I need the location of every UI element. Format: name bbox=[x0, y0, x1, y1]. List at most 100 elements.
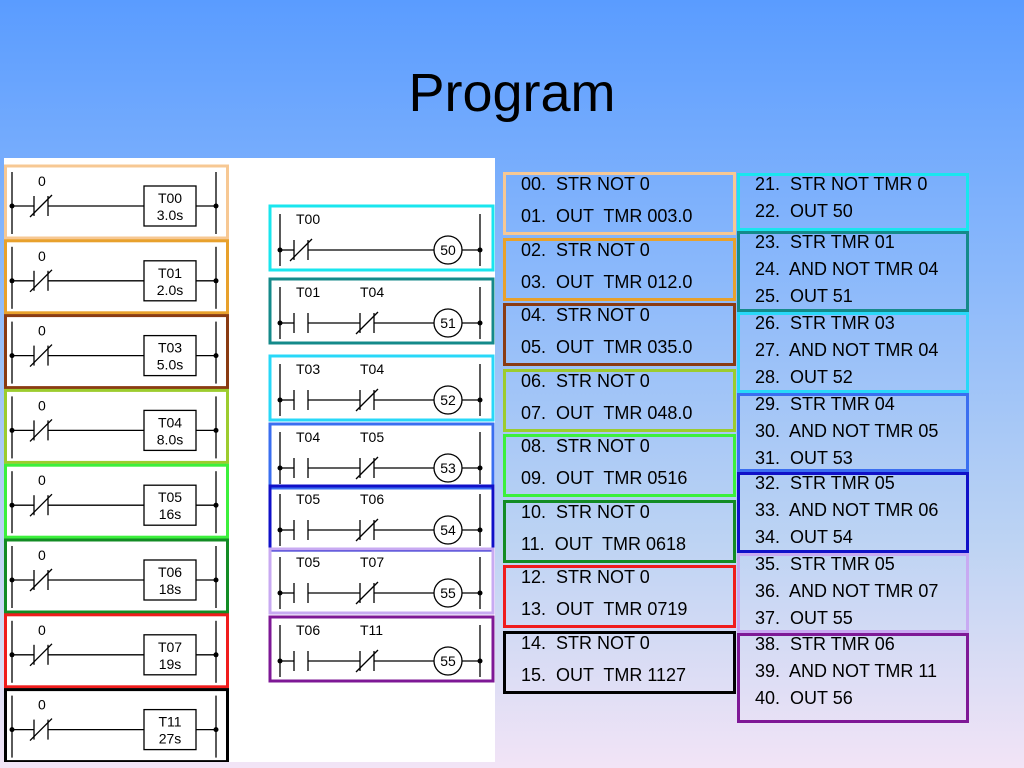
timer-name: T04 bbox=[158, 414, 182, 430]
instruction-line: 10. STR NOT 0 bbox=[521, 501, 650, 522]
contact-label: 0 bbox=[38, 323, 46, 339]
instruction-line: 00. STR NOT 0 bbox=[521, 174, 650, 194]
rung-frame bbox=[4, 613, 229, 689]
timer-box bbox=[143, 708, 197, 751]
rung-frame bbox=[268, 547, 495, 615]
timer-preset: 19s bbox=[159, 656, 182, 672]
rung-node bbox=[477, 247, 483, 253]
contact2-label: T11 bbox=[360, 622, 383, 638]
timer-box bbox=[143, 334, 197, 377]
instruction-group-left-6: 10. STR NOT 0 11. OUT TMR 0618 bbox=[503, 499, 736, 563]
instruction-line: 38. STR TMR 06 bbox=[755, 634, 895, 654]
instruction-line: 24. AND NOT TMR 04 bbox=[755, 259, 939, 279]
slide-title: Program bbox=[408, 63, 616, 123]
rung-frame bbox=[4, 688, 229, 762]
contact-label: 0 bbox=[38, 547, 46, 563]
instruction-group-left-4: 06. STR NOT 0 07. OUT TMR 048.0 bbox=[503, 368, 736, 432]
timer-name: T00 bbox=[158, 190, 182, 206]
instruction-line: 23. STR TMR 01 bbox=[755, 232, 895, 252]
contact-label: 0 bbox=[38, 397, 46, 413]
instruction-line: 07. OUT TMR 048.0 bbox=[521, 402, 693, 423]
contact1-label: T05 bbox=[296, 554, 320, 570]
instruction-line: 06. STR NOT 0 bbox=[521, 370, 650, 391]
contact-label: 0 bbox=[38, 248, 46, 264]
contact-label: 0 bbox=[38, 472, 46, 488]
instruction-group-right-1: 21. STR NOT TMR 0 22. OUT 50 bbox=[737, 173, 969, 231]
timer-name: T11 bbox=[158, 714, 181, 730]
instruction-line: 04. STR NOT 0 bbox=[521, 305, 650, 325]
instruction-line: 13. OUT TMR 0719 bbox=[521, 599, 688, 619]
timer-box bbox=[143, 260, 197, 302]
timer-preset: 3.0s bbox=[157, 207, 183, 223]
instruction-line: 22. OUT 50 bbox=[755, 201, 853, 221]
contact1-label: T03 bbox=[296, 361, 320, 377]
instruction-line: 30. AND NOT TMR 05 bbox=[755, 421, 939, 441]
output-number: 52 bbox=[440, 392, 456, 408]
rung-frame bbox=[4, 314, 229, 390]
output-number: 55 bbox=[440, 585, 456, 601]
output-number: 55 bbox=[440, 653, 456, 669]
contact1-label: T06 bbox=[296, 622, 320, 638]
timer-preset: 18s bbox=[159, 581, 182, 597]
instruction-line: 03. OUT TMR 012.0 bbox=[521, 271, 693, 292]
rung-frame bbox=[268, 354, 495, 422]
timer-preset: 2.0s bbox=[157, 282, 183, 298]
timer-box bbox=[143, 484, 197, 526]
instruction-line: 14. STR NOT 0 bbox=[521, 632, 650, 653]
timer-preset: 5.0s bbox=[157, 357, 183, 373]
timer-name: T01 bbox=[158, 265, 182, 281]
instruction-line: 29. STR TMR 04 bbox=[755, 394, 895, 414]
instruction-line: 01. OUT TMR 003.0 bbox=[521, 206, 693, 226]
output-number: 54 bbox=[440, 522, 456, 538]
rung-node bbox=[213, 427, 219, 433]
contact1-label: T05 bbox=[296, 491, 320, 507]
timer-name: T03 bbox=[158, 340, 182, 356]
timer-preset: 27s bbox=[159, 731, 182, 747]
rung-frame bbox=[4, 463, 229, 539]
timer-box bbox=[143, 559, 197, 601]
output-rung-7: T06 T11 55 bbox=[268, 615, 495, 683]
rung-frame bbox=[268, 422, 495, 490]
contact-label: 0 bbox=[38, 173, 46, 189]
contact2-label: T06 bbox=[360, 491, 384, 507]
instruction-line: 28. OUT 52 bbox=[755, 367, 853, 387]
instruction-line: 05. OUT TMR 035.0 bbox=[521, 337, 693, 357]
rung-node bbox=[213, 502, 219, 508]
instruction-line: 12. STR NOT 0 bbox=[521, 567, 650, 587]
instruction-line: 39. AND NOT TMR 11 bbox=[755, 661, 938, 681]
contact2-label: T05 bbox=[360, 429, 384, 445]
instruction-line: 11. OUT TMR 0618 bbox=[521, 533, 687, 554]
instruction-line: 09. OUT TMR 0516 bbox=[521, 468, 688, 488]
instruction-line: 34. OUT 54 bbox=[755, 527, 853, 547]
rung-frame bbox=[4, 164, 229, 240]
rung-node bbox=[477, 397, 483, 403]
instruction-line: 21. STR NOT TMR 0 bbox=[755, 174, 928, 194]
rung-node bbox=[213, 652, 219, 658]
rung-frame bbox=[4, 388, 229, 464]
output-rung-5: T05 T06 54 bbox=[268, 484, 495, 552]
instruction-line: 35. STR TMR 05 bbox=[755, 554, 895, 574]
contact1-label: T04 bbox=[296, 429, 320, 445]
instruction-line: 02. STR NOT 0 bbox=[521, 239, 650, 260]
rung-node bbox=[213, 727, 219, 733]
instruction-line: 32. STR TMR 05 bbox=[755, 473, 895, 493]
contact1-label: T00 bbox=[296, 211, 320, 227]
output-number: 50 bbox=[440, 242, 456, 258]
instruction-line: 36. AND NOT TMR 07 bbox=[755, 581, 939, 601]
timer-name: T05 bbox=[158, 489, 182, 505]
